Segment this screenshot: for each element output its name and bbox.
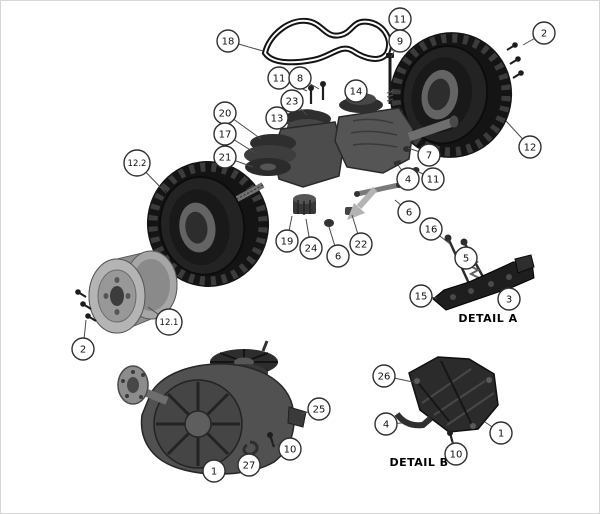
callout-16: 16 [419,217,451,245]
center-transaxle-assembly [235,53,459,227]
callout-24: 24 [299,218,323,260]
callout-label: 18 [222,37,235,48]
callout-label: 16 [425,225,438,236]
callout-label: 26 [378,372,391,383]
wheel-bolts-left [75,289,97,322]
callout-15: 15 [409,284,438,308]
callout-label: 3 [506,295,512,306]
callout-10-a: 10 [272,437,302,461]
detail-b-assembly [394,356,499,445]
callout-19: 19 [275,215,299,253]
callout-label: 17 [219,130,232,141]
detail-a-label: DETAIL A [458,312,517,325]
callout-label: 12 [524,143,537,154]
callout-label: 4 [383,420,389,431]
wheel-bolts-right [506,42,524,79]
callout-label: 12.1 [160,318,179,328]
callout-14: 14 [344,79,368,103]
callout-6-b: 6 [326,226,350,268]
callout-label: 2 [80,345,86,356]
callout-5: 5 [454,246,478,270]
callout-18: 18 [216,29,264,53]
callout-17: 17 [213,122,256,154]
callout-label: 1 [211,467,217,478]
callout-label: 9 [397,37,403,48]
callout-label: 10 [284,445,297,456]
callout-12: 12 [505,120,542,159]
callout-label: 6 [406,208,412,219]
callout-label: 11 [427,175,440,186]
direction-arrow [347,187,378,220]
bolt-long [386,53,394,104]
callout-label: 11 [394,15,407,26]
callout-label: 12.2 [128,159,147,169]
callout-8: 8 [288,66,320,90]
callout-label: 24 [305,244,318,255]
callout-12-2: 12.2 [123,149,167,194]
callout-9: 9 [388,29,412,58]
callout-label: 6 [335,252,341,263]
callout-label: 7 [426,151,432,162]
callout-23: 23 [280,89,308,116]
callout-27: 27 [237,452,261,477]
callout-22: 22 [349,214,373,256]
drive-belt [261,17,392,66]
callout-label: 15 [415,292,428,303]
callout-label: 22 [355,240,368,251]
callout-label: 27 [243,461,256,472]
callout-12-1: 12.1 [147,306,183,336]
callout-label: 11 [273,74,286,85]
callout-10-b: 10 [444,440,468,466]
callout-6-a: 6 [394,199,421,224]
bolt-small-a [308,85,314,104]
callout-4-a: 4 [396,164,420,191]
callout-7: 7 [407,143,441,167]
callout-label: 2 [541,29,547,40]
callout-label: 10 [450,450,463,461]
callout-2-bottom: 2 [71,319,95,361]
callout-21: 21 [213,145,254,169]
callout-26: 26 [372,364,414,388]
bolt-small-b [320,81,326,100]
callout-label: 8 [297,74,303,85]
callout-3: 3 [497,287,521,311]
callout-label: 14 [350,87,363,98]
callout-25: 25 [300,397,331,421]
callout-label: 4 [405,175,411,186]
callout-1-a: 1 [484,421,513,445]
callout-label: 20 [219,109,232,120]
callout-label: 1 [498,429,504,440]
callout-13: 13 [265,106,298,130]
callout-label: 21 [219,153,232,164]
callout-1-b: 1 [202,459,226,483]
callout-label: 23 [286,97,299,108]
callout-label: 13 [271,114,284,125]
callout-label: 25 [313,405,326,416]
callout-11-c: 11 [416,167,445,191]
callout-4-b: 4 [374,412,403,436]
lower-transaxle-assembly [117,340,307,475]
wheel-rim [88,250,178,334]
callout-label: 5 [463,254,469,265]
callout-label: 19 [281,237,294,248]
callout-2-top: 2 [522,21,556,46]
detail-b-label: DETAIL B [389,456,448,469]
